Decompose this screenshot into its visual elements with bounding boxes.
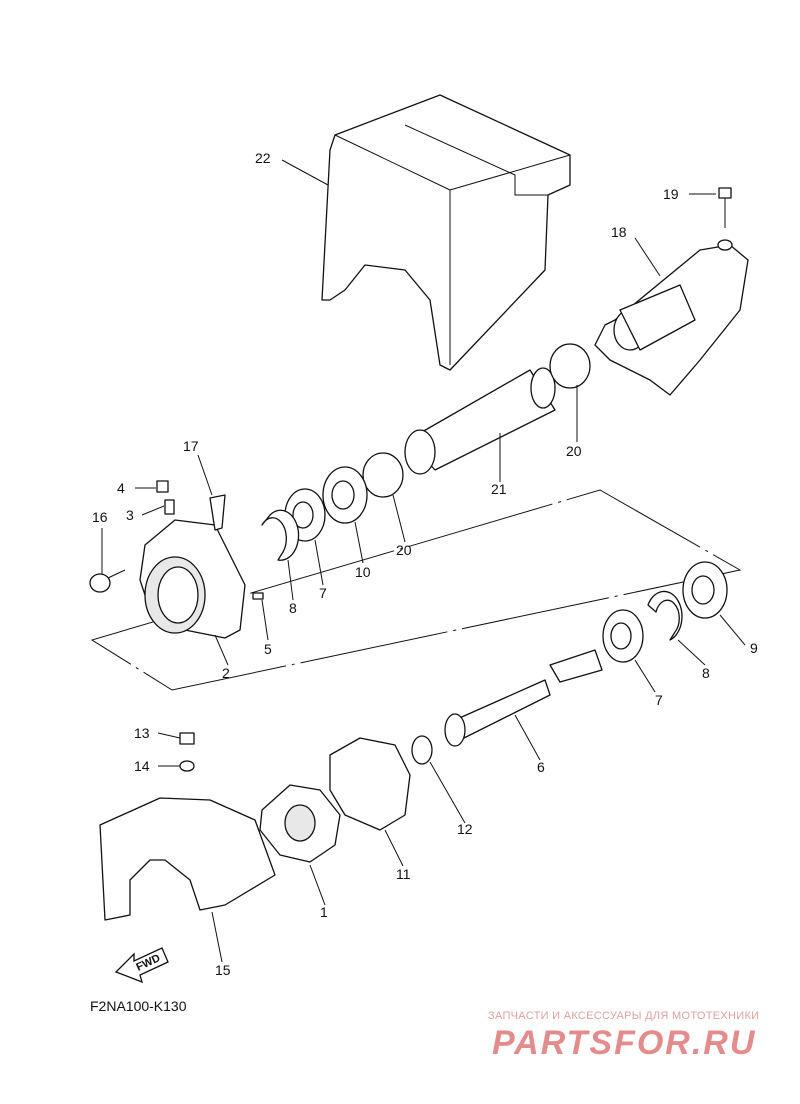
callout-14: 14 [134, 758, 150, 774]
callout-22: 22 [255, 150, 271, 166]
callout-21: 21 [491, 481, 507, 497]
part-4-cap [156, 480, 169, 493]
part-8-circlip-lower [647, 590, 683, 641]
part-17-bracket [209, 494, 226, 531]
part-13-bolt [179, 732, 195, 745]
callout-10: 10 [355, 564, 371, 580]
watermark-logo: PARTSFOR.RU [492, 1024, 757, 1062]
part-8-circlip-upper [261, 509, 300, 561]
part-12-washer [411, 735, 433, 765]
callout-20-lower: 20 [396, 542, 412, 558]
diagram-code: F2NA100-K130 [90, 998, 187, 1014]
callout-19: 19 [663, 186, 679, 202]
callout-16: 16 [92, 509, 108, 525]
part-10-bearing [322, 466, 368, 524]
callout-7-lower: 7 [655, 692, 663, 708]
callout-12: 12 [457, 821, 473, 837]
callout-11: 11 [396, 866, 411, 882]
callout-20-upper: 20 [566, 443, 582, 459]
callout-9: 9 [750, 640, 758, 656]
part-21-hose [404, 367, 556, 475]
callout-18: 18 [611, 224, 627, 240]
assembly-frame [90, 489, 742, 691]
part-3-fitting [164, 499, 175, 515]
callout-7-upper: 7 [319, 585, 327, 601]
callout-2: 2 [222, 665, 230, 681]
callout-1: 1 [320, 904, 328, 920]
part-2-housing [139, 519, 246, 639]
leader-lines [101, 159, 746, 963]
callout-6: 6 [537, 759, 545, 775]
part-9-bearing [682, 561, 728, 619]
callout-4: 4 [117, 480, 125, 496]
part-11-coupling [329, 737, 411, 831]
part-15-lower-cover [99, 797, 276, 921]
part-6-shaft [444, 649, 603, 747]
part-20-clamp-lower [362, 452, 404, 498]
part-5-pin [252, 592, 264, 600]
fwd-arrow-icon: FWD [114, 947, 169, 984]
part-20-clamp-upper [549, 343, 591, 389]
callout-3: 3 [126, 507, 134, 523]
callout-17: 17 [183, 438, 199, 454]
callout-8-lower: 8 [702, 665, 710, 681]
part-16-bolt [89, 569, 126, 593]
watermark-tagline: ЗАПЧАСТИ И АКСЕССУАРЫ ДЛЯ МОТОТЕХНИКИ [488, 1010, 760, 1022]
callout-13: 13 [134, 725, 150, 741]
part-7-seal-lower [602, 609, 644, 663]
callout-15: 15 [215, 962, 231, 978]
callout-5: 5 [264, 641, 272, 657]
part-22-cover [321, 94, 571, 371]
part-14-washer [179, 760, 195, 772]
part-18-duct [594, 239, 749, 396]
part-19-bolt [718, 187, 732, 228]
callout-8-upper: 8 [289, 600, 297, 616]
